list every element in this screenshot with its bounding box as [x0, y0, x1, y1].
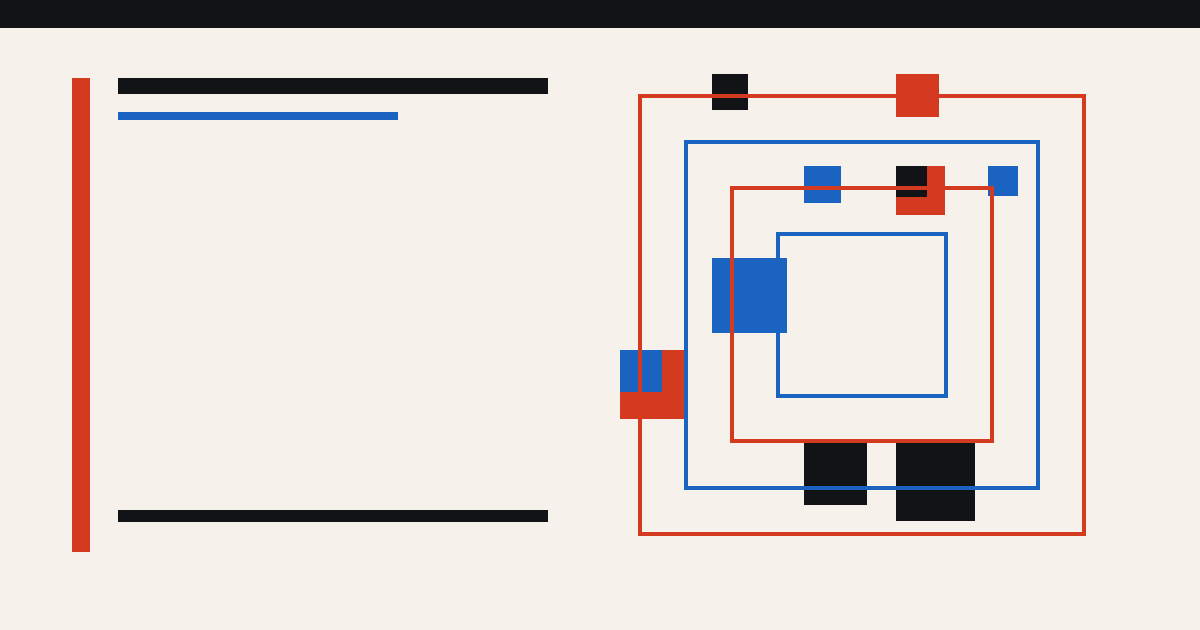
- inner-blue-frame: [776, 232, 948, 398]
- title-placeholder-bar: [118, 78, 548, 94]
- black-block-top-left: [712, 74, 748, 110]
- subtitle-placeholder-bar: [118, 112, 398, 120]
- blue-frame: [684, 140, 1040, 490]
- vertical-accent-bar: [72, 78, 90, 552]
- blue-block-large: [712, 258, 787, 333]
- top-band: [0, 0, 1200, 28]
- black-block-bottom-left: [804, 442, 867, 505]
- blue-block-inner-left: [804, 166, 841, 203]
- footer-placeholder-bar: [118, 510, 548, 522]
- black-block-inner: [896, 166, 927, 197]
- outer-red-frame: [638, 94, 1086, 536]
- black-block-bottom-right: [896, 442, 975, 521]
- inner-red-frame: [730, 186, 994, 443]
